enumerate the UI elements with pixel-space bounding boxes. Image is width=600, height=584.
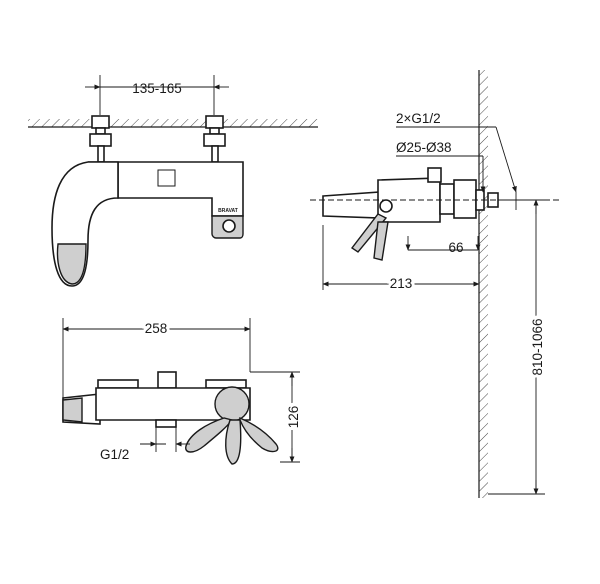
side-spout xyxy=(322,191,381,219)
diverter-knob-square xyxy=(157,169,176,187)
connector-nut-left xyxy=(91,115,110,129)
handle-hub xyxy=(222,219,236,233)
leader-g12-arrow xyxy=(495,126,517,193)
dim-mount-height: 810-1066 xyxy=(530,318,545,375)
plan-handle-disc xyxy=(214,386,250,422)
plan-eccentric-right-top xyxy=(205,379,247,389)
plan-handle-lever-left xyxy=(185,417,234,453)
side-lever-hub xyxy=(379,199,393,213)
connector-neck-left xyxy=(95,127,106,135)
plan-handle-lever-right xyxy=(239,416,279,453)
plan-view: 258 126 G1/2 xyxy=(62,318,304,465)
connector-stem-right xyxy=(211,145,219,163)
connector-nut-right xyxy=(205,115,224,129)
dim-rear-depth: 66 xyxy=(448,240,463,255)
plan-eccentric-left-top xyxy=(97,379,139,389)
dim-center-distance: 135-165 xyxy=(132,81,182,96)
plan-handle-lever-center xyxy=(225,419,242,465)
plan-body xyxy=(95,387,251,421)
dim-rear-rosette: Ø25-Ø38 xyxy=(396,140,452,155)
side-diverter xyxy=(427,167,442,183)
dim-body-height: 126 xyxy=(286,406,301,429)
side-rosette xyxy=(453,179,477,219)
side-lever-tip xyxy=(373,221,389,261)
dim-inlet-thread: G1/2 xyxy=(100,447,129,462)
side-connector-sleeve xyxy=(439,183,455,215)
front-view: 135-165 BRAVAT xyxy=(28,75,318,287)
wall-hatch-top xyxy=(28,119,318,127)
plan-spout-tip xyxy=(62,397,83,423)
connector-rosette-right xyxy=(203,133,226,147)
brand-mark: BRAVAT xyxy=(218,208,238,214)
side-view: 2×G1/2 Ø25-Ø38 66 213 810-1066 xyxy=(310,70,560,498)
wall-hatch-side xyxy=(479,70,488,498)
dim-rear-connections: 2×G1/2 xyxy=(396,111,441,126)
plan-diverter xyxy=(157,371,177,389)
spout-outlet xyxy=(56,243,87,285)
dim-overall-length: 258 xyxy=(145,321,168,336)
plan-inlet-g12 xyxy=(155,419,177,428)
dim-projection: 213 xyxy=(390,276,413,291)
connector-neck-right xyxy=(209,127,220,135)
connector-stem-left xyxy=(97,145,105,163)
connector-rosette-left xyxy=(89,133,112,147)
